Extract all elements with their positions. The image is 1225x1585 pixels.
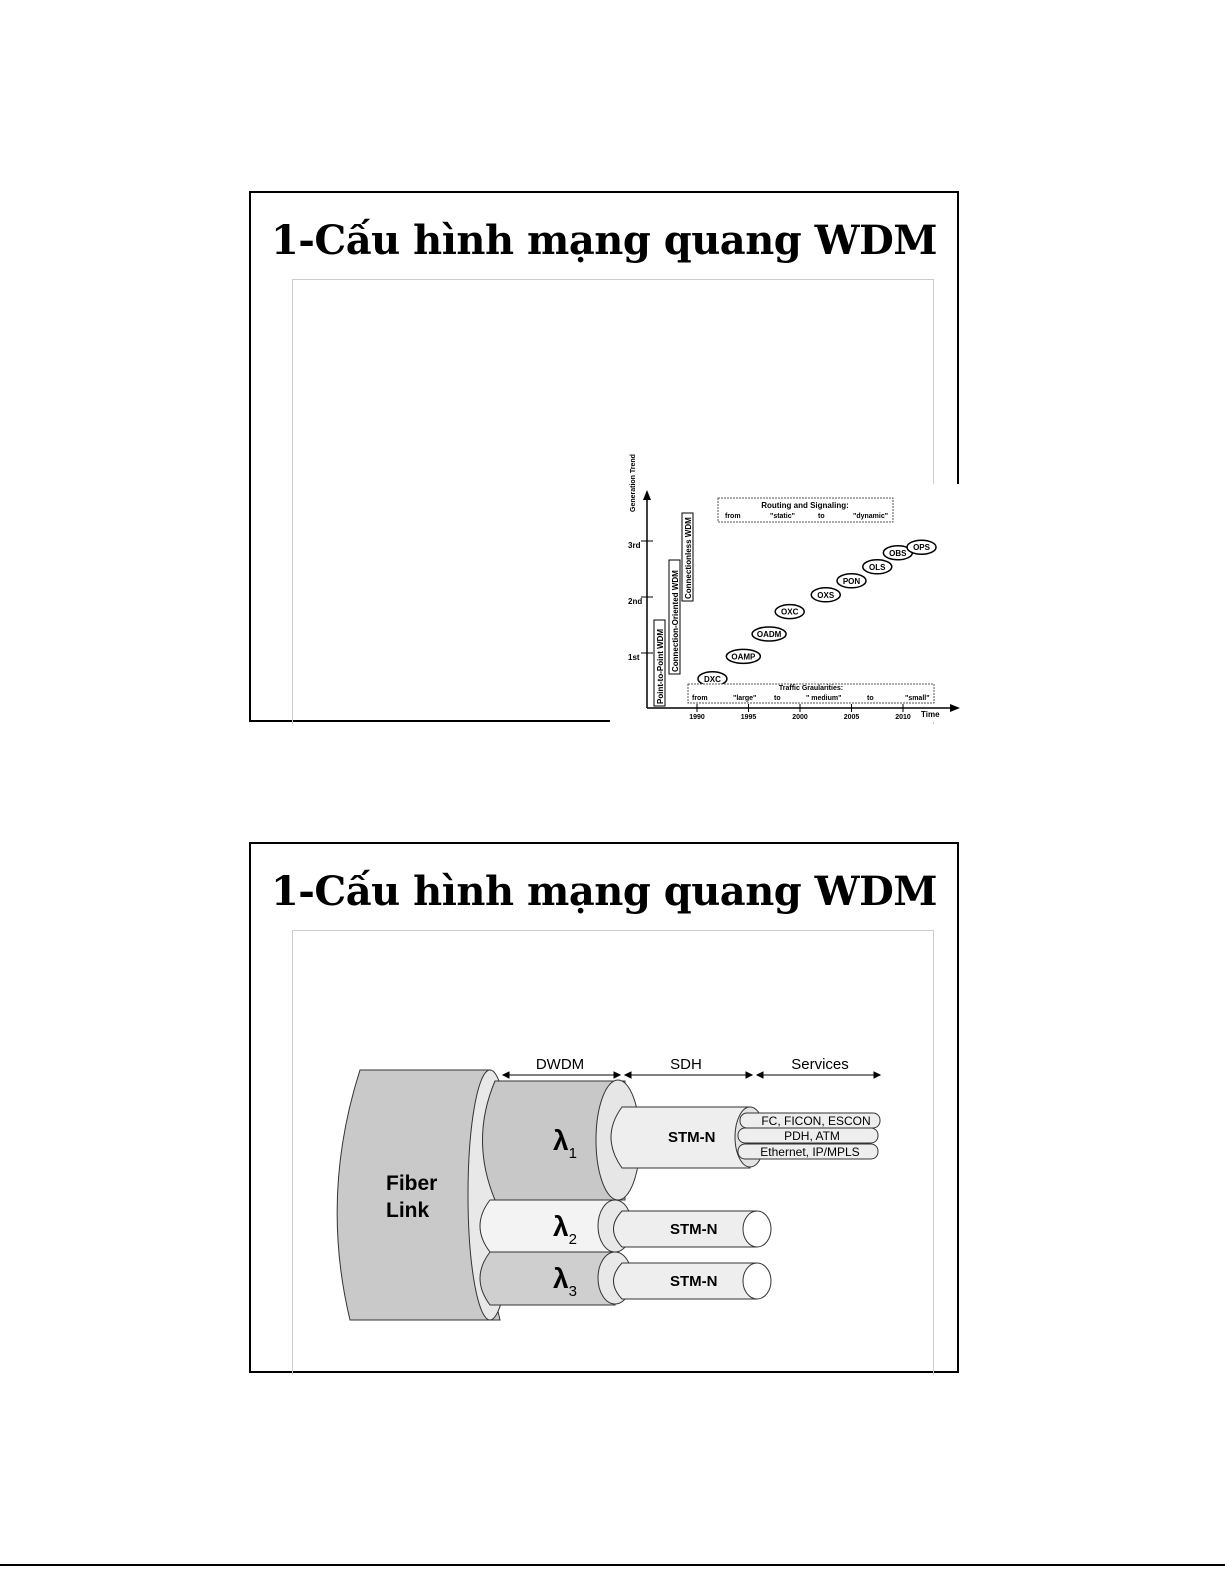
- vertical-label-box: [653, 619, 666, 707]
- dwdm-diagram: DWDM SDH Services Fiber Link λ: [336, 1056, 882, 1321]
- service-label-2: PDH, ATM: [784, 1129, 840, 1143]
- stm-label-1: STM-N: [668, 1129, 716, 1146]
- x-tick-label: 2000: [792, 714, 808, 721]
- lambda-3-label: λ3: [553, 1263, 577, 1300]
- stm-tube-1: [610, 1106, 751, 1169]
- service-label-3: Ethernet, IP/MPLS: [760, 1145, 859, 1159]
- slide-2: 1-Cấu hình mạng quang WDM: [249, 842, 959, 1375]
- point-label: OAMP: [731, 652, 756, 661]
- service-label-1: FC, FICON, ESCON: [761, 1114, 870, 1128]
- x-axis-label: Time: [921, 710, 940, 719]
- slide-title: 1-Cấu hình mạng quang WDM: [270, 868, 938, 915]
- y-tick-label: 1st: [628, 653, 640, 662]
- point-marker-ols: [862, 559, 893, 575]
- point-label: OXS: [817, 591, 835, 600]
- vertical-label: Point-to-Point WDM: [656, 629, 665, 704]
- slide-title: 1-Cấu hình mạng quang WDM: [270, 217, 938, 264]
- point-marker-oxs: [810, 587, 841, 603]
- traffic-row-text: to: [774, 695, 781, 702]
- header-services: Services: [791, 1056, 849, 1073]
- content-frame: [292, 930, 934, 1375]
- point-label: OPS: [913, 543, 931, 552]
- service-tube-2: [737, 1127, 879, 1144]
- page-bottom-rule: [0, 1564, 1225, 1566]
- traffic-row-text: " medium": [806, 695, 841, 702]
- x-tick-label: 2005: [844, 714, 860, 721]
- slide-1: 1-Cấu hình mạng quang WDM: [249, 191, 959, 724]
- point-marker-pon: [836, 573, 867, 589]
- traffic-row-text: "large": [733, 695, 756, 702]
- header-sdh: SDH: [670, 1056, 702, 1073]
- point-marker-ops: [906, 539, 937, 555]
- lambda-3-cylinder: [479, 1251, 616, 1306]
- generation-trend-chart: Generation Trend Time 1990 1995 2000 2005 20…: [610, 454, 960, 722]
- vertical-label: Connectionless WDM: [684, 517, 693, 599]
- stm-label-2: STM-N: [670, 1221, 718, 1238]
- stm-tube-2: [613, 1210, 758, 1248]
- y-tick-label: 2nd: [628, 597, 642, 606]
- point-label: OLS: [869, 563, 886, 572]
- x-axis-arrow: [950, 704, 960, 712]
- traffic-row-text: "small": [905, 695, 930, 702]
- routing-box: [717, 497, 894, 523]
- point-label: DXC: [704, 675, 721, 684]
- stm-tube-3: [613, 1262, 758, 1300]
- header-arrows: [501, 1071, 882, 1079]
- point-label: PON: [843, 577, 861, 586]
- y-axis-label: Generation Trend: [630, 454, 637, 512]
- routing-box-title: Routing and Signaling:: [761, 501, 849, 510]
- point-marker-oamp: [725, 648, 762, 665]
- vertical-label: Connection-Oriented WDM: [671, 570, 680, 672]
- traffic-box-title: Traffic Graularities:: [779, 685, 843, 692]
- point-marker-oxc: [774, 603, 805, 620]
- point-label: OXC: [781, 608, 799, 617]
- fiber-label-1: Fiber: [386, 1172, 437, 1195]
- x-tick-label: 1995: [741, 714, 757, 721]
- service-tube-3: [737, 1143, 879, 1160]
- traffic-box: [687, 683, 935, 704]
- point-marker-oadm: [751, 626, 787, 642]
- y-tick-label: 3rd: [628, 541, 641, 550]
- routing-row-text: "static": [770, 513, 795, 520]
- traffic-row-text: from: [692, 695, 708, 702]
- lambda-2-cylinder: [479, 1199, 616, 1253]
- vertical-label-box: [668, 559, 681, 675]
- point-label: OBS: [889, 549, 907, 558]
- routing-row-text: from: [725, 513, 741, 520]
- fiber-label-2: Link: [386, 1199, 429, 1222]
- routing-row-text: to: [818, 513, 825, 520]
- x-tick-label: 1990: [689, 714, 705, 721]
- x-tick-label: 2010: [895, 714, 911, 721]
- lambda-2-label: λ2: [553, 1211, 577, 1248]
- header-dwdm: DWDM: [536, 1056, 584, 1073]
- point-label: OADM: [757, 630, 782, 639]
- traffic-row-text: to: [867, 695, 874, 702]
- routing-row-text: "dynamic": [853, 513, 888, 520]
- stm-label-3: STM-N: [670, 1273, 718, 1290]
- y-axis-arrow: [643, 490, 651, 500]
- vertical-label-box: [681, 512, 694, 602]
- lambda-1-label: λ1: [553, 1125, 577, 1162]
